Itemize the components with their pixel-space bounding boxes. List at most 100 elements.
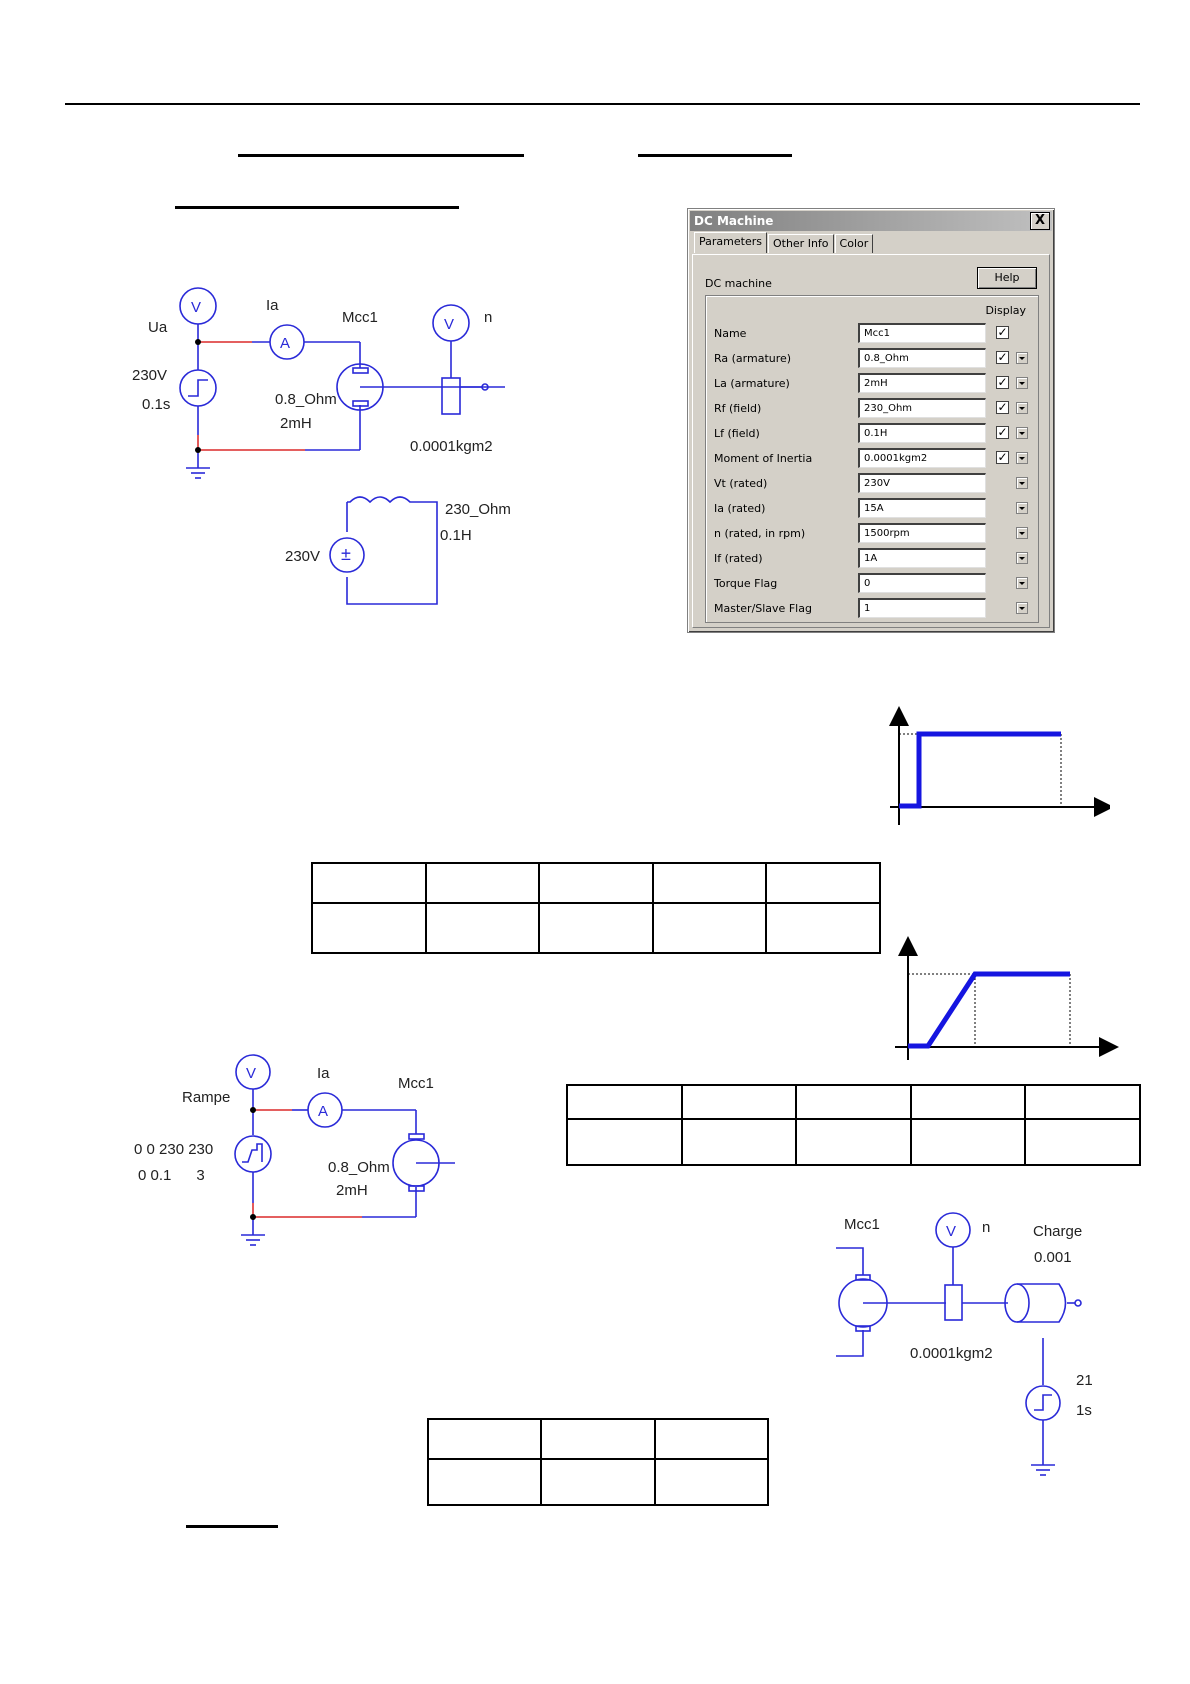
param-label: Rf (field) [714, 402, 762, 415]
table-cell [795, 1084, 912, 1120]
param-input[interactable]: 0.8_Ohm [858, 348, 986, 368]
param-label: Torque Flag [714, 577, 778, 590]
param-row: Vt (rated) 230V [714, 473, 1038, 495]
param-input[interactable]: 230V [858, 473, 986, 493]
torque-step-time: 1s [1076, 1402, 1092, 1419]
armature-inductance: 2mH [336, 1182, 368, 1199]
param-row: Torque Flag 0 [714, 573, 1038, 595]
display-header: Display [985, 304, 1026, 317]
param-input[interactable]: 2mH [858, 373, 986, 393]
dropdown-arrow-icon[interactable] [1016, 452, 1028, 464]
display-checkbox[interactable]: ✓ [996, 400, 1009, 414]
param-input[interactable]: 1 [858, 598, 986, 618]
param-label: Ra (armature) [714, 352, 792, 365]
dropdown-arrow-icon[interactable] [1016, 577, 1028, 589]
table-cell [540, 1418, 656, 1460]
machine-name: Mcc1 [398, 1075, 434, 1092]
dropdown-arrow-icon[interactable] [1016, 377, 1028, 389]
display-checkbox[interactable]: ✓ [996, 325, 1009, 339]
dropdown-arrow-icon[interactable] [1016, 602, 1028, 614]
tab-color[interactable]: Color [834, 234, 874, 253]
tab-other-info[interactable]: Other Info [767, 234, 834, 253]
ramp-values-line1: 0 0 230 230 [134, 1141, 213, 1158]
table-row [566, 1084, 1141, 1120]
param-label: Vt (rated) [714, 477, 768, 490]
ammeter-symbol: A [318, 1103, 328, 1120]
table-cell [424, 862, 541, 904]
remark-underline [186, 1525, 278, 1528]
dropdown-arrow-icon[interactable] [1016, 402, 1028, 414]
param-label: Ia (rated) [714, 502, 766, 515]
param-input[interactable]: 15A [858, 498, 986, 518]
source-label: Ua [148, 319, 168, 336]
table-cell [311, 902, 427, 954]
help-button[interactable]: Help [977, 267, 1037, 289]
display-checkbox[interactable]: ✓ [996, 450, 1009, 464]
ramp-curve [908, 971, 1070, 1049]
armature-resistance: 0.8_Ohm [275, 391, 337, 408]
armature-circuit-diagram: V A V ± Ua 230V 0.1s Ia Mcc1 0.8_Ohm 2mH… [132, 287, 511, 605]
parameters-pane: DC machine Help Display Name Mcc1 ✓ Ra (arm… [692, 254, 1050, 628]
param-row: Lf (field) 0.1H ✓ [714, 423, 1038, 445]
header-rule [65, 103, 1140, 105]
table-cell [653, 1418, 770, 1460]
current-label: Ia [266, 297, 279, 314]
table-row [311, 902, 881, 954]
param-input[interactable]: Mcc1 [858, 323, 986, 343]
tab-parameters[interactable]: Parameters [694, 232, 767, 253]
param-label: If (rated) [714, 552, 763, 565]
table-cell [538, 902, 654, 954]
ammeter-symbol: A [280, 335, 290, 352]
close-button[interactable]: X [1030, 212, 1050, 230]
table-cell [765, 902, 881, 954]
current-label: Ia [317, 1065, 330, 1082]
display-checkbox[interactable]: ✓ [996, 375, 1009, 389]
table-cell [566, 1118, 683, 1166]
table-cell [651, 902, 768, 954]
dropdown-arrow-icon[interactable] [1016, 502, 1028, 514]
voltmeter-symbol: V [946, 1223, 956, 1240]
table-cell [1024, 1118, 1141, 1166]
machine-name: Mcc1 [844, 1216, 880, 1233]
armature-inductance: 2mH [280, 415, 312, 432]
dropdown-arrow-icon[interactable] [1016, 352, 1028, 364]
section-label: DC machine [705, 277, 772, 290]
results-table-2 [566, 1084, 1141, 1166]
display-checkbox[interactable]: ✓ [996, 350, 1009, 364]
table-row [311, 862, 881, 904]
dropdown-arrow-icon[interactable] [1016, 477, 1028, 489]
table-cell [426, 1418, 543, 1460]
param-input[interactable]: 230_Ohm [858, 398, 986, 418]
dropdown-arrow-icon[interactable] [1016, 552, 1028, 564]
load-label: Charge [1033, 1223, 1082, 1240]
param-input[interactable]: 0.0001kgm2 [858, 448, 986, 468]
param-row: Rf (field) 230_Ohm ✓ [714, 398, 1038, 420]
table-cell [651, 862, 768, 904]
inertia-value: 0.0001kgm2 [410, 438, 493, 455]
table-cell [311, 862, 427, 904]
table-row [566, 1118, 1141, 1166]
inertia-value: 0.0001kgm2 [910, 1345, 993, 1362]
results-table-1 [311, 862, 881, 954]
dc-machine-dialog: DC Machine X Parameters Other Info Color… [687, 208, 1055, 633]
ramp-source-icon [234, 1135, 272, 1173]
param-input[interactable]: 0 [858, 573, 986, 593]
param-input[interactable]: 1500rpm [858, 523, 986, 543]
param-input[interactable]: 0.1H [858, 423, 986, 443]
subtitle-underline [175, 206, 459, 209]
param-row: n (rated, in rpm)1500rpm [714, 523, 1038, 545]
field-inductance: 0.1H [440, 527, 472, 544]
dropdown-arrow-icon[interactable] [1016, 527, 1028, 539]
svg-text:±: ± [341, 544, 351, 564]
table-row [426, 1418, 770, 1460]
display-checkbox[interactable]: ✓ [996, 425, 1009, 439]
param-label: Name [714, 327, 747, 340]
dropdown-arrow-icon[interactable] [1016, 427, 1028, 439]
table-cell [680, 1084, 798, 1120]
dialog-title: DC Machine [690, 211, 1052, 231]
param-label: Lf (field) [714, 427, 760, 440]
title-underline-1 [238, 154, 524, 157]
table-cell [765, 862, 881, 904]
param-input[interactable]: 1A [858, 548, 986, 568]
